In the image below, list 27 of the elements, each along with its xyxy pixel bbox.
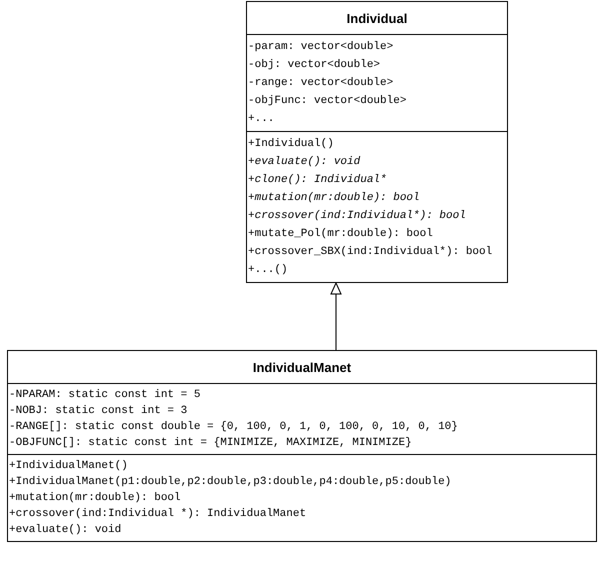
class-member: +Individual() xyxy=(247,137,334,152)
class-member: -RANGE[]: static const double = {0, 100, 0, 1, 0, 100, 0, 10, 0, 10} xyxy=(8,420,458,435)
class-name: IndividualManet xyxy=(252,359,352,377)
class-member: +clone(): Individual* xyxy=(247,173,387,188)
class-box xyxy=(246,1,508,283)
class-member: +evaluate(): void xyxy=(8,523,122,538)
class-member: +...() xyxy=(247,263,288,278)
class-member: +IndividualManet() xyxy=(8,459,128,474)
class-member: +crossover(ind:Individual*): bool xyxy=(247,209,466,224)
class-member: -objFunc: vector<double> xyxy=(247,94,406,109)
class-member: +mutate_Pol(mr:double): bool xyxy=(247,227,433,242)
class-member: +IndividualManet(p1:double,p2:double,p3:double,p4:double,p5:double) xyxy=(8,475,452,490)
class-member: +mutation(mr:double): bool xyxy=(8,491,181,506)
class-name: Individual xyxy=(346,10,408,28)
class-member: -range: vector<double> xyxy=(247,76,394,91)
class-member: -obj: vector<double> xyxy=(247,58,380,73)
class-member: -NPARAM: static const int = 5 xyxy=(8,388,200,403)
class-member: -OBJFUNC[]: static const int = {MINIMIZE, MAXIMIZE, MINIMIZE} xyxy=(8,436,412,451)
class-member: +... xyxy=(247,112,274,127)
class-member: +evaluate(): void xyxy=(247,155,360,170)
inheritance-arrow xyxy=(330,282,342,350)
class-member: -param: vector<double> xyxy=(247,40,394,55)
class-member: +crossover_SBX(ind:Individual*): bool xyxy=(247,245,492,260)
class-member: +mutation(mr:double): bool xyxy=(247,191,420,206)
class-member: -NOBJ: static const int = 3 xyxy=(8,404,188,419)
class-box xyxy=(7,350,597,542)
class-member: +crossover(ind:Individual *): IndividualManet xyxy=(8,507,306,522)
